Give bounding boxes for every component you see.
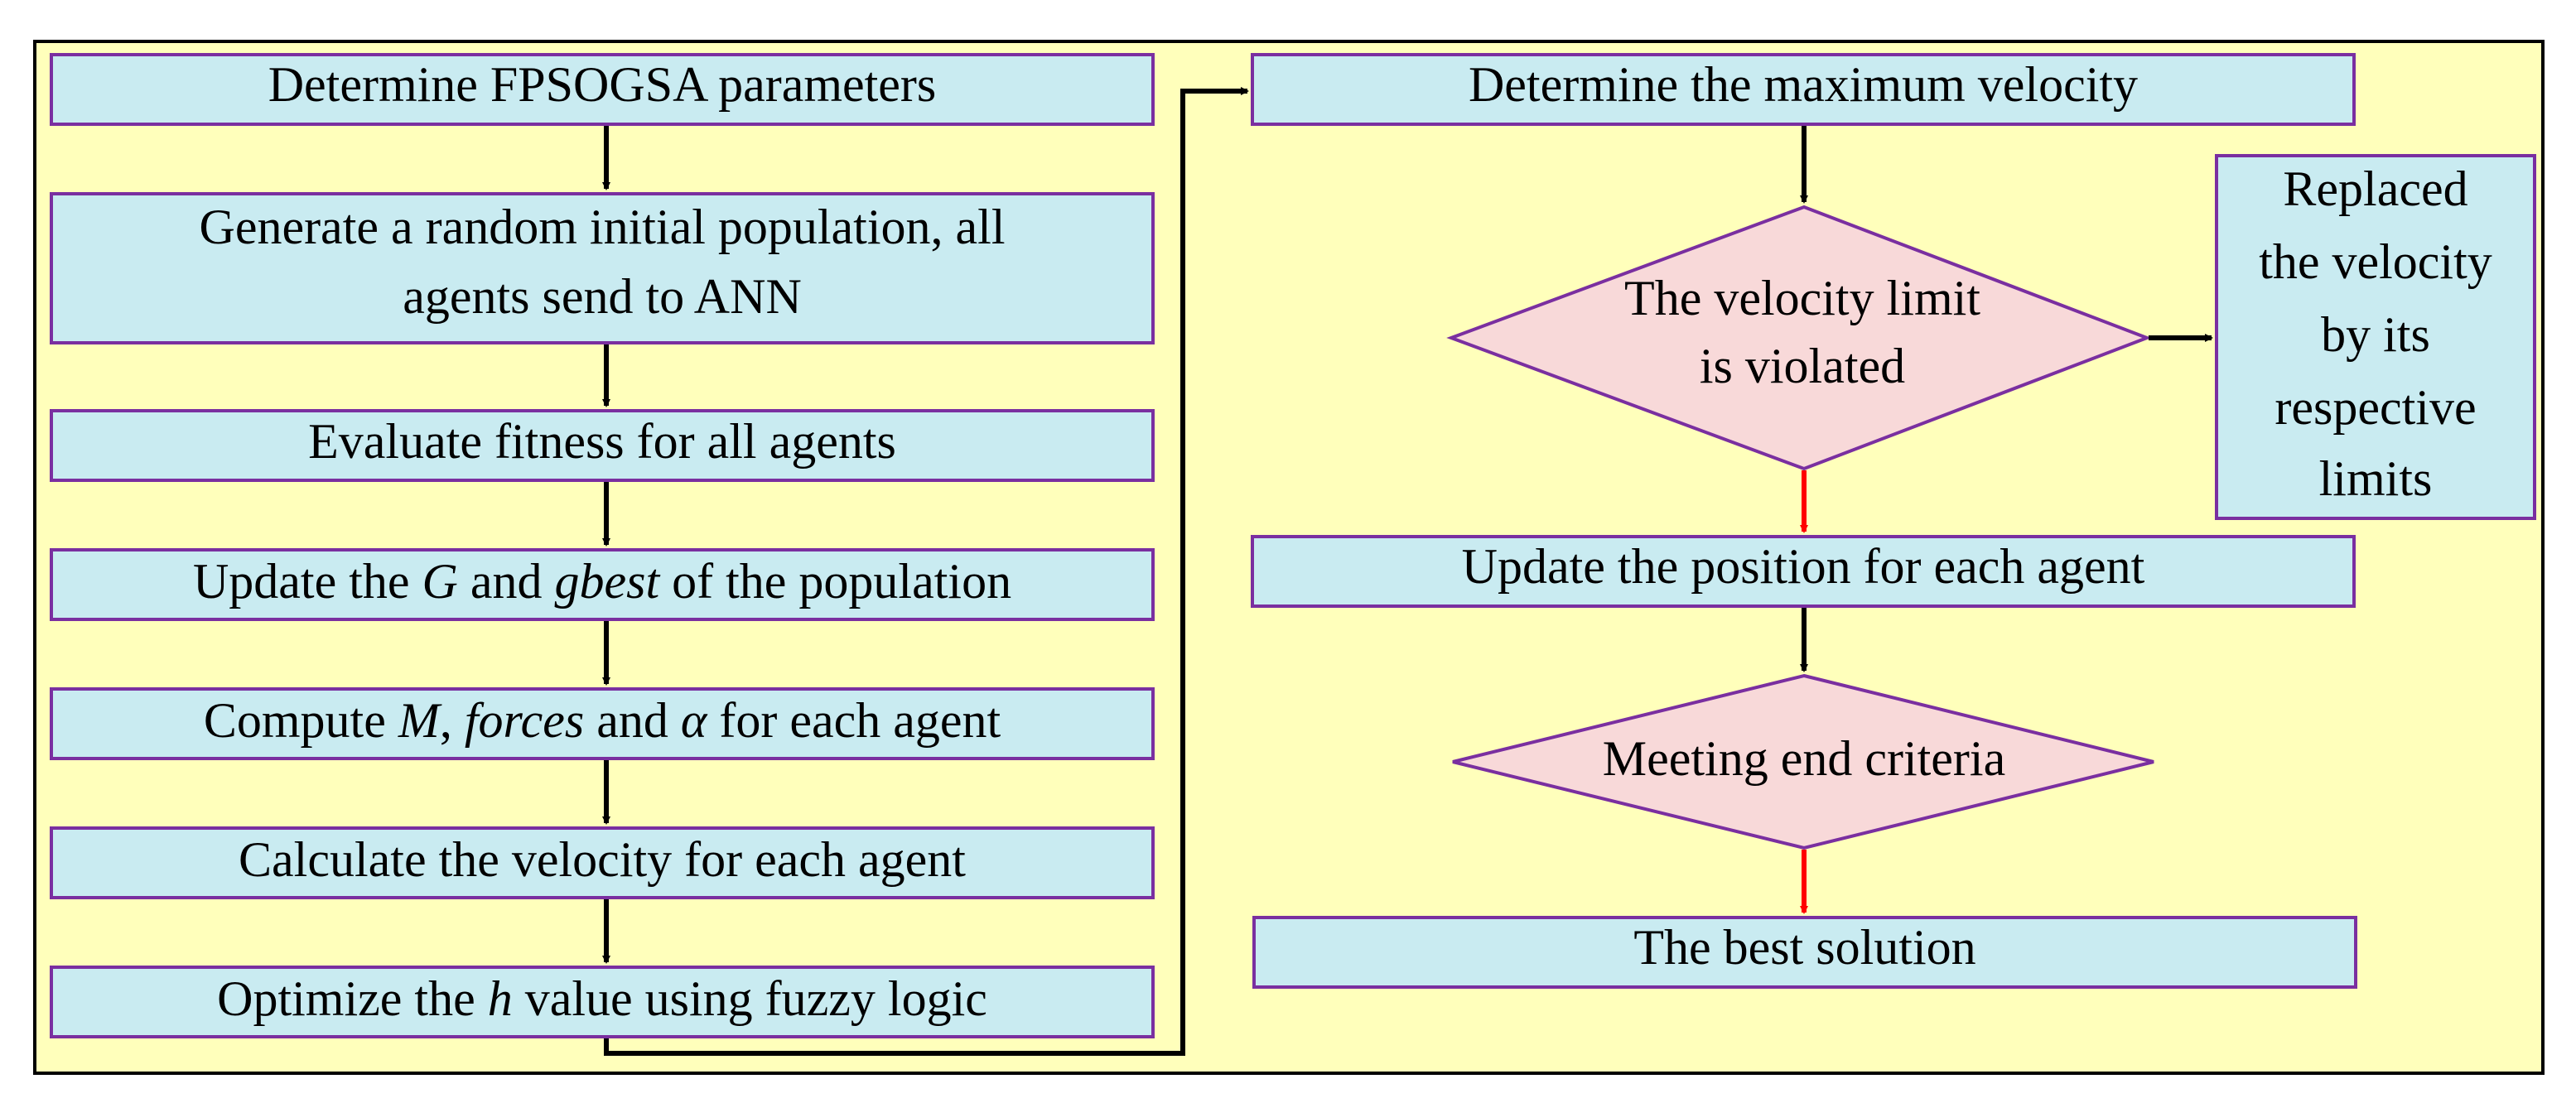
step5-part-a: Compute — [204, 693, 398, 748]
replace-velocity-box — [2215, 154, 2536, 520]
final-best-solution-label: The best solution — [1633, 920, 1975, 975]
step-optimize-h-box — [50, 966, 1155, 1038]
step4-part-c: of the population — [659, 554, 1011, 609]
step-update-g-gbest-label: Update the G and gbest of the population — [193, 554, 1011, 609]
step-generate-population-box — [50, 192, 1155, 344]
step5-forces-symbol: forces — [465, 693, 584, 748]
step-calculate-velocity-box — [50, 826, 1155, 899]
decision-end-criteria-diamond — [1452, 673, 2154, 850]
final-best-solution-box — [1252, 916, 2357, 989]
step5-part-b: , — [440, 693, 465, 748]
replace-velocity-line5: limits — [2319, 451, 2433, 506]
step-evaluate-fitness-box — [50, 409, 1155, 482]
step-determine-parameters-box — [50, 53, 1155, 126]
replace-velocity-line1: Replaced — [2283, 161, 2467, 216]
replace-velocity-line3: by its — [2321, 307, 2430, 362]
step-determine-parameters-label: Determine FPSOGSA parameters — [268, 57, 937, 112]
replace-velocity-line4: respective — [2275, 380, 2476, 435]
decision-velocity-limit-line1: The velocity limit — [1624, 271, 1980, 325]
step-optimize-h-label: Optimize the h value using fuzzy logic — [217, 971, 987, 1026]
step-update-position-box — [1251, 535, 2356, 608]
step-max-velocity-label: Determine the maximum velocity — [1469, 57, 2138, 112]
step7-part-b: value using fuzzy logic — [513, 971, 987, 1026]
step-compute-forces-box — [50, 687, 1155, 760]
step4-g-symbol: G — [422, 554, 458, 609]
arrow-connector-to-right-column — [604, 87, 1249, 1056]
step-max-velocity-box — [1251, 53, 2356, 126]
step-update-g-gbest-box — [50, 548, 1155, 621]
step-evaluate-fitness-label: Evaluate fitness for all agents — [308, 414, 896, 469]
step5-part-c: and — [584, 693, 681, 748]
step-generate-population-line1: Generate a random initial population, al… — [199, 200, 1005, 254]
step5-m-symbol: M — [398, 693, 442, 748]
replace-velocity-line2: the velocity — [2259, 234, 2492, 289]
step7-h-symbol: h — [488, 971, 513, 1026]
step4-part-a: Update the — [193, 554, 422, 609]
step-compute-forces-label: Compute M, forces and α for each agent — [204, 693, 1001, 748]
step5-alpha-symbol: α — [681, 693, 708, 748]
step4-part-b: and — [458, 554, 555, 609]
step-generate-population-line2: agents send to ANN — [403, 269, 802, 324]
step5-part-d: for each agent — [707, 693, 1001, 748]
decision-velocity-limit-diamond — [1446, 205, 2152, 471]
step4-gbest-symbol: gbest — [554, 554, 660, 609]
decision-velocity-limit-line2: is violated — [1700, 339, 1905, 393]
step-calculate-velocity-label: Calculate the velocity for each agent — [239, 832, 966, 887]
step7-part-a: Optimize the — [217, 971, 488, 1026]
decision-end-criteria-label: Meeting end criteria — [1603, 731, 2005, 786]
step-update-position-label: Update the position for each agent — [1462, 539, 2145, 594]
